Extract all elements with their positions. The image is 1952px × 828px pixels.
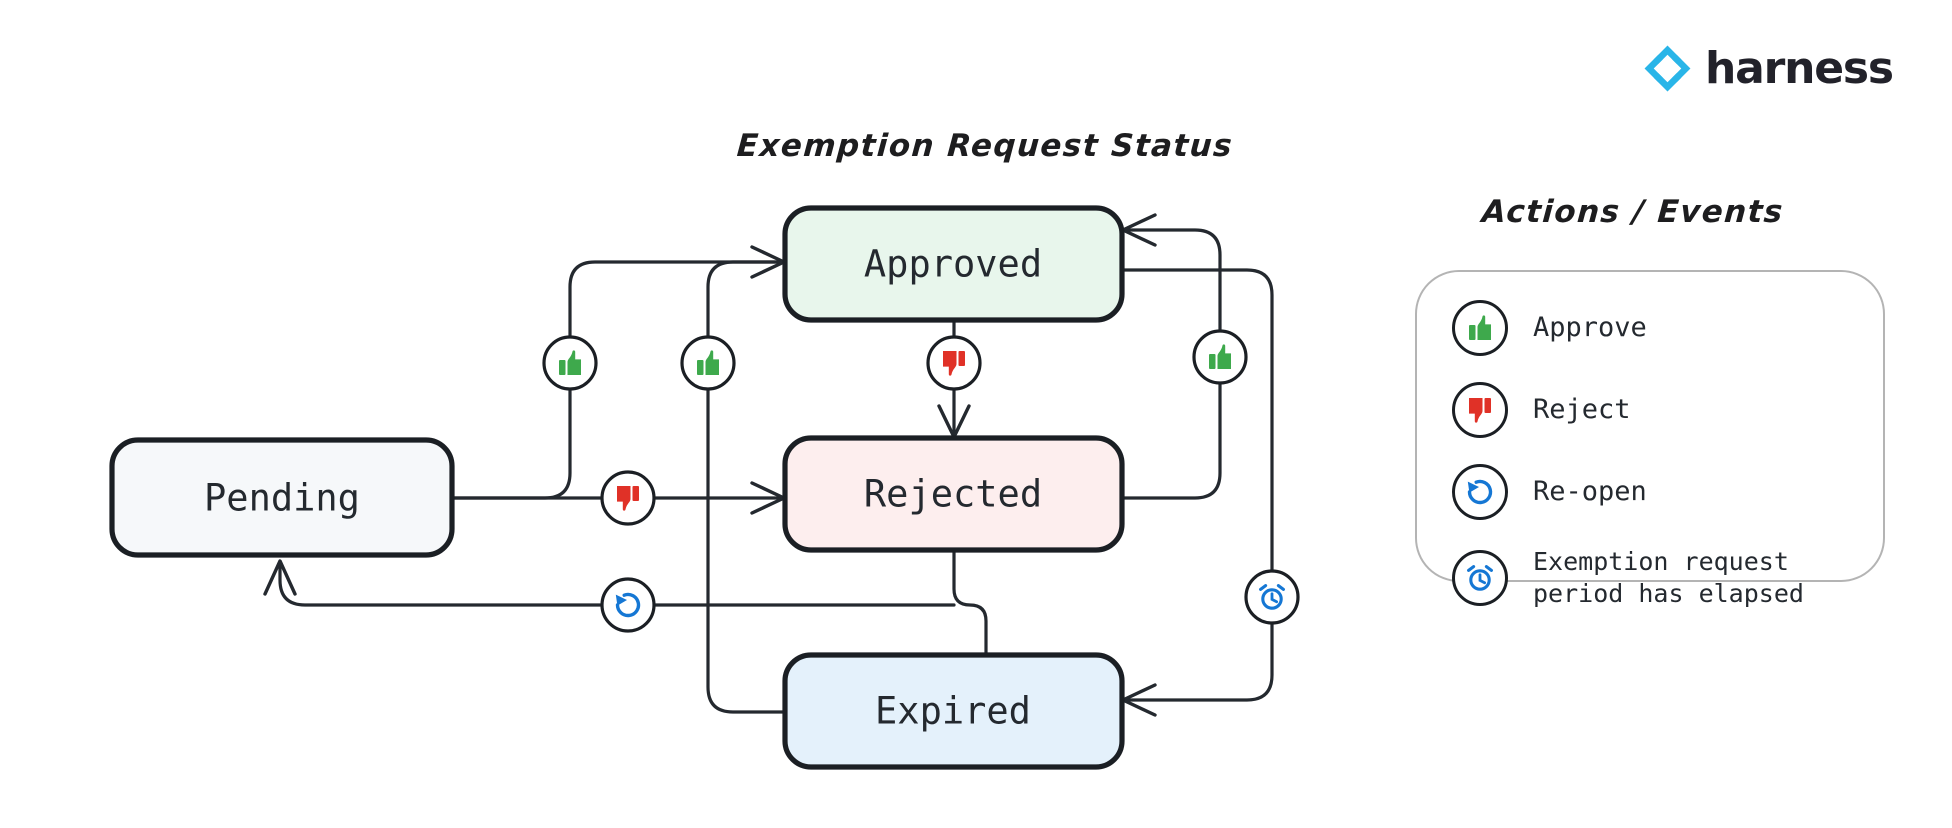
legend-label-reopen: Re-open [1533,475,1647,507]
edge-badge-expire[interactable] [1244,569,1300,625]
edge-badge-reopen[interactable] [600,577,656,633]
state-label-approved: Approved [864,243,1042,286]
harness-diamond-logo-icon [1644,45,1691,92]
edge-badge-reject-approved[interactable] [926,335,982,391]
node-layer: Pending Approved Rejected Expired [109,205,1125,770]
edge-badge-layer [542,329,1300,633]
edge-rejected-to-expired [952,548,988,657]
legend-item-reopen: Re-open [1452,464,1892,520]
harness-brand-logo: harness [1643,42,1894,94]
legend-label-reject: Reject [1533,393,1631,425]
legend-list: Approve Reject Re-open Exemption request… [1452,300,1892,610]
state-label-pending: Pending [204,477,360,520]
reopen-icon [1452,464,1508,520]
state-label-rejected: Rejected [864,473,1042,516]
edge-badge-approve-pending[interactable] [542,335,598,391]
legend-label-expired: Exemption request period has elapsed [1533,547,1804,608]
state-node-approved[interactable]: Approved [782,205,1125,323]
thumbs-down-icon [1452,382,1508,438]
edge-expired-to-approved [706,260,787,714]
legend-label-approve: Approve [1533,311,1647,343]
arrowhead-pending-bottom [263,559,297,596]
legend-item-expired: Exemption request period has elapsed [1452,546,1892,610]
state-node-pending[interactable]: Pending [109,437,455,558]
legend-item-approve: Approve [1452,300,1892,356]
state-label-expired: Expired [875,690,1031,733]
edge-pending-to-approved [450,260,787,500]
thumbs-up-icon [1452,300,1508,356]
edge-badge-reject-pending[interactable] [600,470,656,526]
edge-approved-to-expired [1120,268,1274,702]
edge-badge-approve-rejected[interactable] [1192,329,1248,385]
edge-rejected-to-pending-reopen [278,560,956,607]
legend-item-reject: Reject [1452,382,1892,438]
alarm-clock-icon [1452,550,1508,606]
state-node-rejected[interactable]: Rejected [782,435,1125,553]
harness-wordmark: harness [1705,42,1894,94]
state-node-expired[interactable]: Expired [782,652,1125,770]
edge-badge-approve-expired[interactable] [680,335,736,391]
